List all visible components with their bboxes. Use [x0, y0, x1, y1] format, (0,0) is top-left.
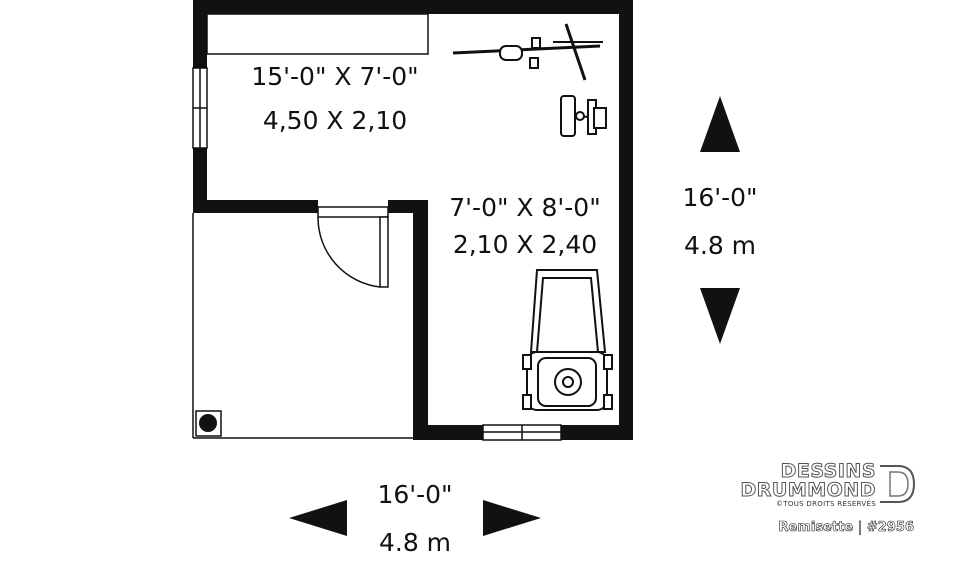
brand-block: DESSINS DRUMMOND ©TOUS DROITS RÉSERVÉS: [740, 460, 876, 508]
upper-room-metric: 4,50 X 2,10: [263, 106, 407, 135]
vertical-dimension-metric: 4.8 m: [684, 231, 756, 260]
plan-caption-block: Remisette | #2956: [778, 516, 914, 536]
lower-room-metric: 2,10 X 2,40: [453, 230, 597, 259]
door: [317, 206, 389, 288]
arrow-up-icon: [700, 96, 740, 152]
brand-rights: ©TOUS DROITS RÉSERVÉS: [776, 500, 876, 508]
brand-line-2: DRUMMOND: [740, 479, 876, 501]
arrow-down-icon: [700, 288, 740, 344]
drain-icon: [195, 410, 222, 437]
arrow-right-icon: [483, 500, 541, 536]
brand-line-1: DESSINS: [780, 460, 876, 482]
window-bottom: [482, 424, 562, 441]
arrow-left-icon: [289, 500, 347, 536]
horizontal-dimension-imperial: 16'-0": [377, 480, 452, 509]
cart-icon: [560, 95, 607, 137]
vertical-dimension-imperial: 16'-0": [682, 183, 757, 212]
plan-caption: Remisette | #2956: [778, 520, 914, 536]
bicycle-icon: [452, 23, 603, 81]
lawn-mower-icon: [522, 269, 613, 411]
horizontal-dimension-metric: 4.8 m: [379, 528, 451, 557]
thin-lines: [192, 13, 429, 439]
brand-logo-icon: [880, 465, 916, 503]
lower-room-imperial: 7'-0" X 8'-0": [449, 193, 600, 222]
upper-room-imperial: 15'-0" X 7'-0": [251, 62, 418, 91]
window-left: [192, 67, 208, 149]
